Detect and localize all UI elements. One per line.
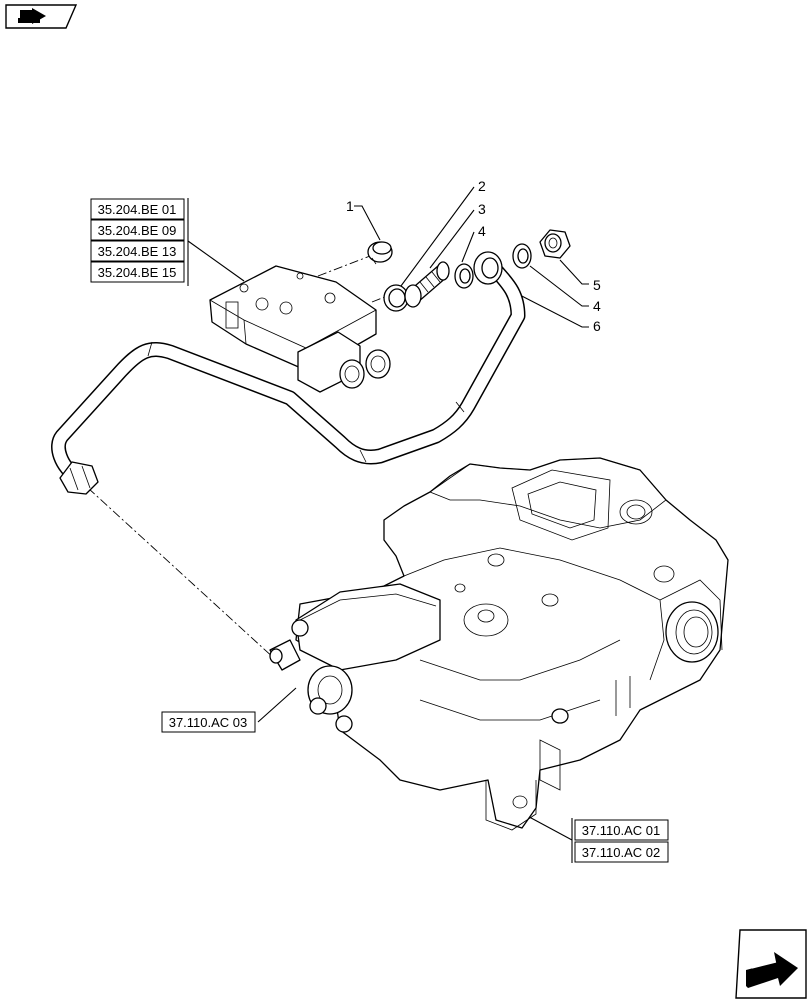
callout-number: 2 [478,178,486,194]
callout-number: 1 [346,198,354,214]
valve-ref-label: 35.204.BE 09 [98,223,177,238]
housing-ref-label: 37.110.AC 02 [582,845,661,860]
callout-number: 4 [593,298,601,314]
fitting-ref-label: 37.110.AC 03 [169,715,248,730]
plug-part [367,241,393,265]
valve-ref-label: 35.204.BE 01 [98,202,177,217]
valve-ref-label: 35.204.BE 15 [98,265,177,280]
hex-nut-part [539,229,571,259]
o-ring-part [383,284,409,312]
housing-reference-group: 37.110.AC 01 37.110.AC 02 [519,811,669,863]
hydraulic-pipe-part [51,251,526,495]
housing-ref-box[interactable]: 37.110.AC 02 [574,841,669,863]
housing-ref-box[interactable]: 37.110.AC 01 [574,819,669,841]
fitting-ref-box[interactable]: 37.110.AC 03 [161,711,256,733]
callout-group: 1 2 3 4 5 4 6 [346,178,601,334]
housing-ref-label: 37.110.AC 01 [582,823,661,838]
pipe-end-nut [59,461,99,495]
seal-washer-part [512,243,532,269]
fitting-reference-group: 37.110.AC 03 [161,687,297,733]
callout-number: 5 [593,277,601,293]
valve-ref-box[interactable]: 35.204.BE 13 [90,240,185,262]
seal-washer-part [454,263,474,289]
control-valve-block [209,265,391,393]
lift-housing [269,457,729,831]
callout-number: 6 [593,318,601,334]
valve-ref-box[interactable]: 35.204.BE 01 [90,198,185,220]
callout-number: 3 [478,201,486,217]
valve-ref-label: 35.204.BE 13 [98,244,177,259]
valve-reference-group: 35.204.BE 01 35.204.BE 09 35.204.BE 13 3… [90,198,245,286]
previous-page-arrow-icon[interactable] [5,4,78,29]
valve-ref-box[interactable]: 35.204.BE 15 [90,261,185,283]
adapter-fitting-part [404,261,450,308]
valve-ref-box[interactable]: 35.204.BE 09 [90,219,185,241]
next-page-arrow-icon[interactable] [735,929,807,999]
callout-number: 4 [478,223,486,239]
